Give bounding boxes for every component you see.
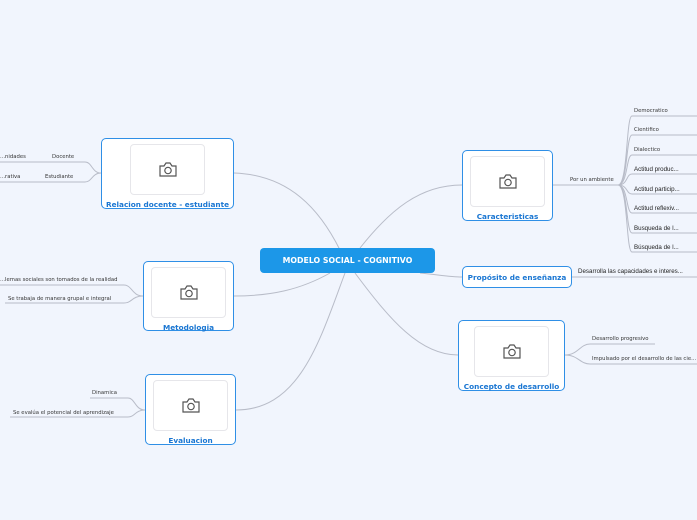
subtopic[interactable]: Dinamica <box>92 390 117 396</box>
topic-title: Relacion docente - estudiante <box>105 200 230 209</box>
topic-metodologia[interactable]: Metodologia <box>143 261 234 332</box>
subtopic[interactable]: Desarrollo progresivo <box>592 336 649 342</box>
subtopic[interactable]: Dialectico <box>634 147 661 153</box>
subtopic[interactable]: ...nidades <box>0 154 26 160</box>
subtopic[interactable]: Estudiante <box>45 174 74 180</box>
topic-title: Caracteristicas <box>476 212 539 221</box>
camera-icon <box>474 326 549 377</box>
topic-title: Propósito de enseñanza <box>467 272 567 282</box>
subtopic[interactable]: Se evalúa el potencial del aprendizaje <box>13 410 114 416</box>
subtopic[interactable]: Desarrolla las capacidades e interes... <box>578 268 683 275</box>
topic-concepto[interactable]: Concepto de desarrollo <box>458 320 565 391</box>
subtopic[interactable]: Docente <box>52 154 75 160</box>
subtopic[interactable]: ...lemas sociales son tomados de la real… <box>0 277 118 283</box>
subtopic[interactable]: Actitud reflexiv... <box>634 205 679 212</box>
subtopic[interactable]: Se trabaja de manera grupal e integral <box>8 296 112 302</box>
subtopic[interactable]: Democratico <box>634 108 668 114</box>
subtopic[interactable]: Cientifico <box>634 127 659 133</box>
subtopic[interactable]: Actitud particip... <box>634 186 680 193</box>
camera-icon <box>130 144 205 195</box>
topic-relacion[interactable]: Relacion docente - estudiante <box>101 138 234 209</box>
subtopic[interactable]: Por un ambiente <box>570 177 614 183</box>
topic-caracteristicas[interactable]: Caracteristicas <box>462 150 553 221</box>
topic-proposito[interactable]: Propósito de enseñanza <box>462 266 572 288</box>
subtopic[interactable]: Búsqueda de l... <box>634 244 679 251</box>
topic-title: Concepto de desarrollo <box>463 382 560 391</box>
topic-evaluacion[interactable]: Evaluacion <box>145 374 236 445</box>
subtopic[interactable]: Actitud produc... <box>634 166 679 173</box>
topic-title: Evaluacion <box>168 436 213 445</box>
camera-icon <box>470 156 545 207</box>
central-topic[interactable]: MODELO SOCIAL - COGNITIVO <box>260 248 435 273</box>
topic-title: Metodologia <box>162 323 215 332</box>
camera-icon <box>151 267 226 318</box>
camera-icon <box>153 380 228 431</box>
subtopic[interactable]: Impulsado por el desarrollo de las cie..… <box>592 356 697 362</box>
subtopic[interactable]: ...rativa <box>0 174 21 180</box>
subtopic[interactable]: Busqueda de l... <box>634 225 679 232</box>
